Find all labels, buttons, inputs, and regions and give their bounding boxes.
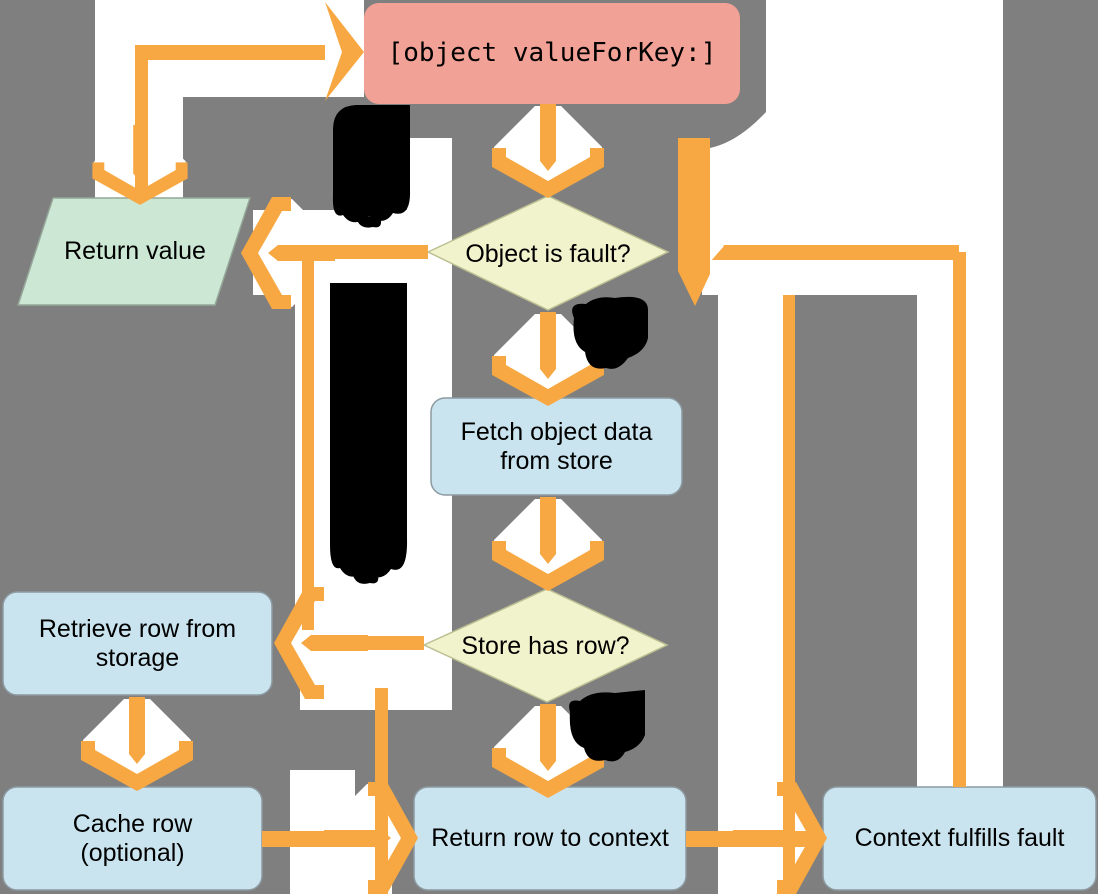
yes-label-blob-2: [569, 690, 645, 762]
ink-blobs: [330, 105, 648, 762]
line-top-to-vfk: [135, 45, 325, 60]
node-store-has-row-shape: [422, 588, 669, 703]
node-return-value-shape: [16, 197, 252, 306]
line-no-drop: [302, 246, 314, 630]
arrowhead-into-vfk: [325, 2, 364, 101]
line-storerow-no: [310, 636, 424, 650]
no-label-blob-2-squiggle: [352, 571, 379, 584]
node-retrieve-row-shape: [2, 591, 273, 696]
no-label-blob-1: [332, 105, 411, 223]
line-right-drop-2: [953, 252, 966, 787]
yes-label-blob-1: [572, 296, 648, 369]
no-label-blob-2: [330, 283, 408, 578]
node-object-is-fault-shape: [426, 195, 670, 311]
node-context-fulfills-fault-shape: [822, 786, 1097, 891]
arrow-fetch-to-storerow: [492, 497, 604, 591]
line-cache-to-returnrow: [262, 831, 382, 847]
connector-lines: [135, 2, 966, 894]
line-returnvalue-up: [135, 45, 148, 199]
line-right-branch: [696, 245, 959, 260]
node-return-row-shape: [413, 786, 687, 891]
line-drop-to-bottom: [375, 688, 388, 894]
node-cache-row-shape: [2, 786, 263, 891]
line-fault-no: [300, 245, 428, 259]
arrowhead-vfk-down: [678, 138, 710, 306]
node-value-for-key-shape: [364, 3, 740, 104]
arrowhead-notch: [710, 230, 724, 262]
no-label-blob-1-squiggle: [356, 216, 382, 228]
line-returnrow-to-context: [686, 831, 812, 847]
node-fetch-object-data-shape: [430, 397, 683, 496]
arrow-vfk-to-fault: [492, 104, 604, 198]
arrow-retrieve-to-cache: [81, 697, 193, 791]
line-right-drop-1: [783, 295, 795, 894]
node-shapes: [2, 3, 1097, 891]
